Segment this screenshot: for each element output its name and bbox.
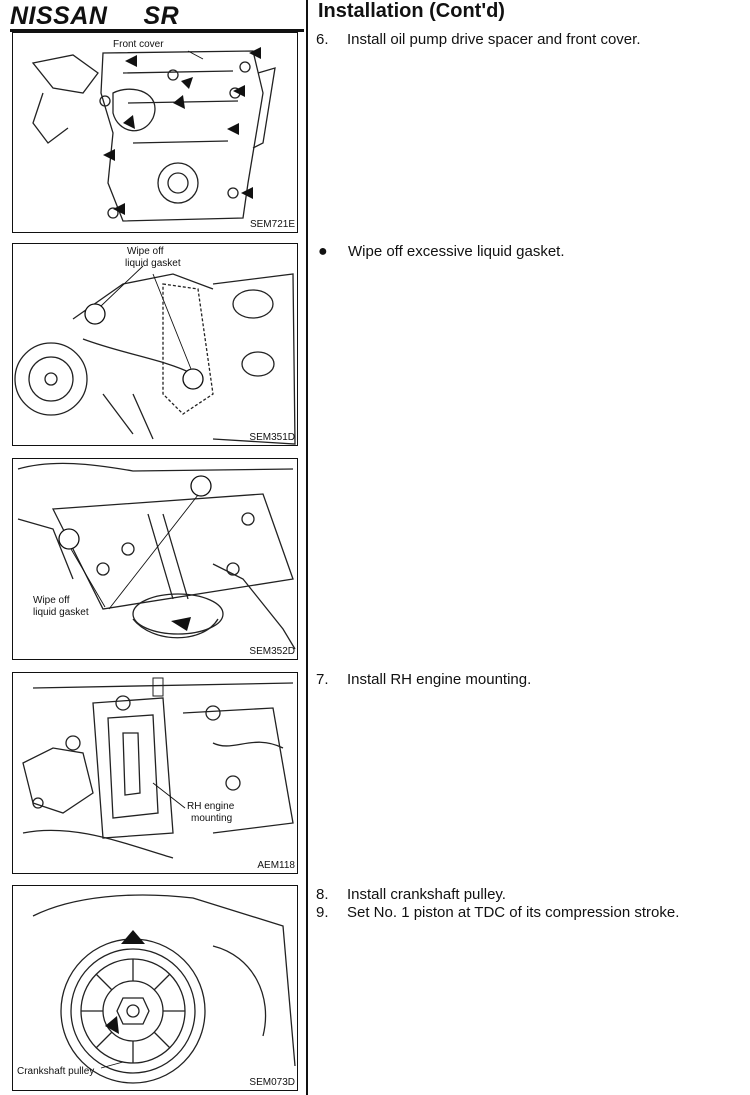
step-number: 9. [316,904,329,921]
figure-code: SEM351D [249,432,295,443]
section-title: Installation (Cont'd) [318,0,505,22]
gasket-bottom-illustration [17,462,296,650]
step-number: 6. [316,31,329,48]
engine-mounting-illustration [22,677,294,859]
bullet-text: Wipe off excessive liquid gasket. [348,243,565,260]
figure-wipe-gasket-top: Wipe off liquid gasket SEM351D [12,243,298,446]
callout-mounting: mounting [191,813,233,824]
callout-liquid-gasket: liquid gasket [125,258,181,269]
callout-liquid-gasket: liquid gasket [33,607,89,618]
step-text: Set No. 1 piston at TDC of its compressi… [347,904,680,921]
column-divider [306,0,308,1095]
brand-header: NISSAN SR [10,2,179,31]
callout-rh-engine: RH engine [187,801,235,812]
figure-front-cover: Front cover SEM721E [12,32,298,233]
brand-name: NISSAN [10,2,108,30]
header-rule [10,29,304,32]
step-number: 7. [316,671,329,688]
step-text: Install crankshaft pulley. [347,886,506,903]
bullet-mark: ● [318,243,328,260]
figure-code: AEM118 [257,860,295,871]
figure-rh-engine-mounting: RH engine mounting AEM118 [12,672,298,874]
crankshaft-pulley-illustration [32,894,296,1084]
figure-code: SEM352D [249,646,295,657]
bullet-wipe-gasket: ● Wipe off excessive liquid gasket. [318,243,565,261]
front-cover-illustration [31,47,276,222]
callout-wipe-off: Wipe off [127,246,164,257]
step-7: 7. Install RH engine mounting. [316,671,531,688]
step-9: 9. Set No. 1 piston at TDC of its compres… [316,904,679,921]
figure-wipe-gasket-bottom: Wipe off liquid gasket SEM352D [12,458,298,660]
figure-code: SEM073D [249,1077,295,1088]
step-number: 8. [316,886,329,903]
callout-front-cover: Front cover [113,39,164,50]
figure-code: SEM721E [249,219,295,230]
figure-crankshaft-pulley: Crankshaft pulley SEM073D [12,885,298,1091]
step-6: 6. Install oil pump drive spacer and fron… [316,31,640,48]
step-text: Install oil pump drive spacer and front … [347,31,641,48]
callout-wipe-off: Wipe off [33,595,70,606]
callout-crankshaft-pulley: Crankshaft pulley [17,1066,95,1077]
step-text: Install RH engine mounting. [347,671,532,688]
gasket-top-illustration [14,265,296,445]
step-8: 8. Install crankshaft pulley. [316,886,506,903]
model-name: SR [143,2,180,30]
